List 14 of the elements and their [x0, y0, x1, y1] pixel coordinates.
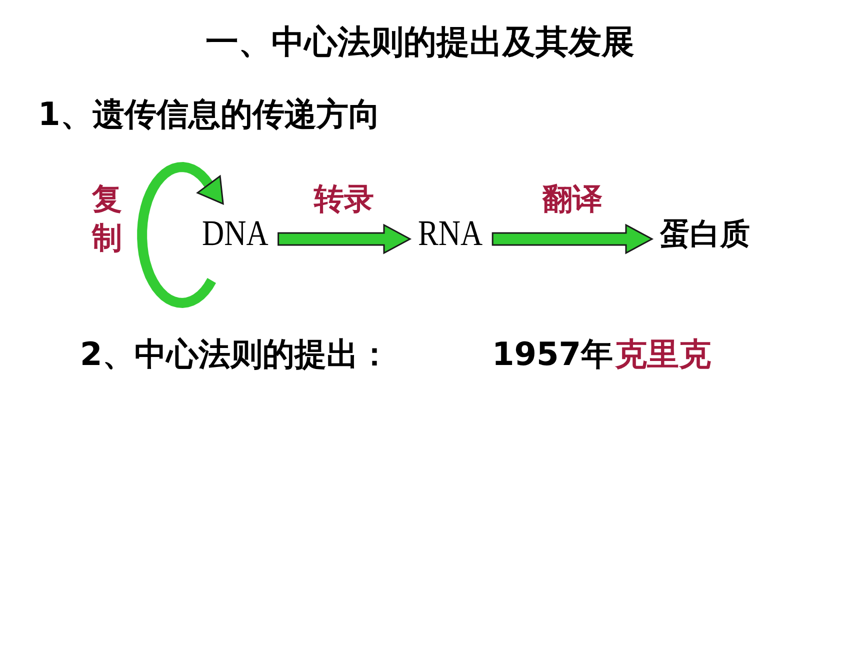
heading-text: 2、中心法则的提出： [80, 334, 390, 375]
node-text: RNA [418, 212, 483, 254]
title: 一、中心法则的提出及其发展 [206, 21, 634, 63]
arrow [137, 162, 224, 308]
arrow [278, 224, 412, 254]
edge-label: 复制 [92, 181, 122, 258]
node-text: DNA [202, 212, 268, 254]
arrow [492, 224, 654, 254]
heading-text: 1、遗传信息的传递方向 [38, 94, 380, 135]
edge-label: 翻译 [542, 183, 602, 216]
heading-text: 克里克 [615, 334, 711, 375]
node-text: 蛋白质 [660, 216, 750, 254]
edge-label: 转录 [314, 183, 374, 216]
heading-text: 1957年 [492, 334, 614, 375]
